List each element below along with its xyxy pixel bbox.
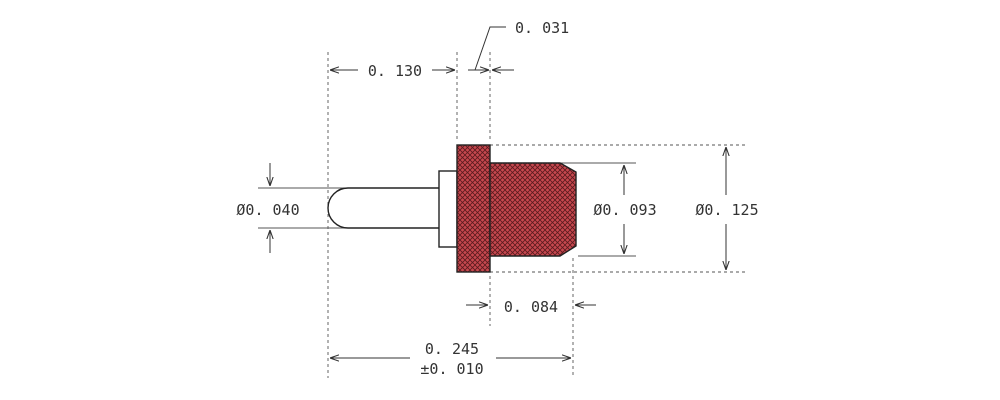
dim-overall-len-label: 0. 245 [425,340,479,358]
dim-body-dia-label: Ø0. 093 [593,201,656,219]
dim-flange-dia: Ø0. 125 [695,147,759,270]
dim-body-dia: Ø0. 093 [593,165,657,254]
pin-collar [438,170,458,248]
knurled-flange [456,144,491,273]
dim-body-len: 0. 084 [466,298,596,316]
pin-part [327,144,577,273]
pin-shaft [327,187,439,229]
dim-overall-tol-label: ±0. 010 [420,360,483,378]
dim-overall-len: 0. 245 ±0. 010 [330,340,571,378]
dim-flange-dia-label: Ø0. 125 [695,201,758,219]
dim-flange-031-label: 0. 031 [515,19,569,37]
dim-pin-dia: Ø0. 040 [236,163,300,253]
dim-offset-130: 0. 130 [330,62,455,80]
dim-flange-031: 0. 031 [468,19,569,70]
knurled-body [489,162,577,257]
dim-pin-dia-label: Ø0. 040 [236,201,299,219]
dim-offset-130-label: 0. 130 [368,62,422,80]
extension-lines [258,52,748,378]
dim-body-len-label: 0. 084 [504,298,558,316]
